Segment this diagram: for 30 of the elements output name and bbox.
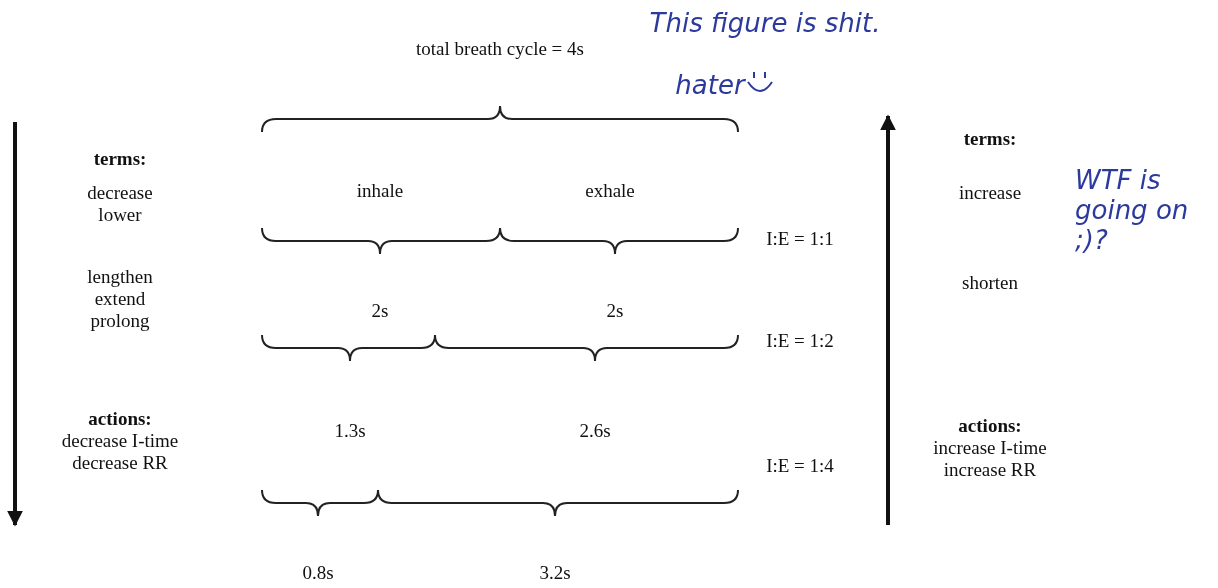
term-text: lengthen [87, 266, 153, 288]
term-text: lower [98, 204, 142, 226]
ratio-label: I:E = 1:1 [766, 228, 834, 250]
action-text: decrease I-time [61, 430, 179, 452]
term-text: prolong [90, 310, 150, 332]
handwritten-note: This figure is shit. [649, 8, 881, 38]
duration-label: 1.3s [334, 420, 366, 442]
duration-label: 0.8s [302, 562, 334, 584]
ratio-label: I:E = 1:4 [766, 455, 834, 477]
section-heading: terms: [93, 148, 147, 170]
term-text: decrease [87, 182, 153, 204]
action-text: increase RR [943, 459, 1037, 481]
handwritten-note: WTF is going on ;)? [1075, 165, 1190, 255]
phase-label: exhale [585, 180, 635, 202]
duration-label: 2s [606, 300, 624, 322]
duration-label: 2.6s [579, 420, 611, 442]
term-text: shorten [962, 272, 1018, 294]
action-text: increase I-time [933, 437, 1047, 459]
section-heading: actions: [88, 408, 152, 430]
action-text: decrease RR [72, 452, 168, 474]
term-text: extend [94, 288, 146, 310]
ratio-label: I:E = 1:2 [766, 330, 834, 352]
phase-label: inhale [356, 180, 404, 202]
duration-label: 3.2s [539, 562, 571, 584]
duration-label: 2s [371, 300, 389, 322]
section-heading: terms: [963, 128, 1017, 150]
title-text: total breath cycle = 4s [416, 38, 584, 60]
term-text: increase [958, 182, 1022, 204]
handwritten-note: hater [675, 70, 745, 100]
section-heading: actions: [958, 415, 1022, 437]
